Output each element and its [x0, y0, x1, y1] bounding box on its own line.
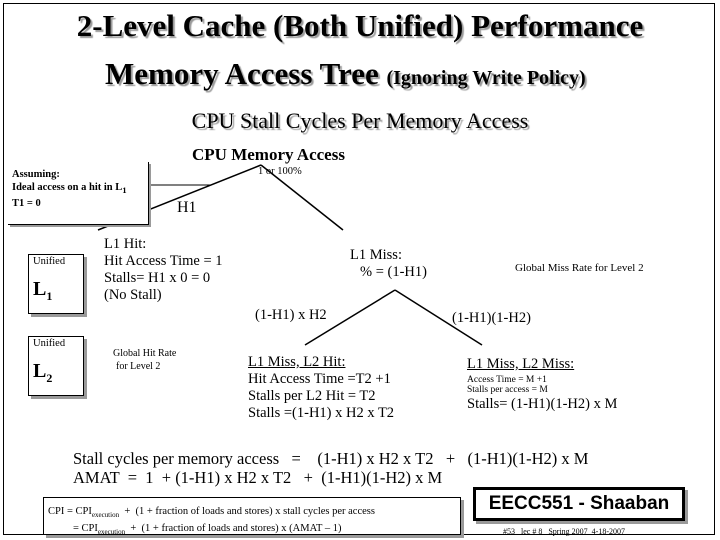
l2-hit-probability: (1-H1) x H2: [255, 307, 327, 323]
assumption-line-3: T1 = 0: [12, 198, 41, 210]
l2-hit-line-3: Stalls per L2 Hit = T2: [248, 388, 376, 404]
l2-hit-line-4: Stalls =(1-H1) x H2 x T2: [248, 405, 395, 421]
cpi-line-1-end: + (1 + fraction of loads and stores) x s…: [119, 506, 375, 517]
equations: Stall cycles per memory access = (1-H1) …: [73, 449, 588, 487]
legend-l1-letter: L: [33, 278, 47, 300]
assumption-text: Assuming: Ideal access on a hit in L1 T1…: [12, 168, 127, 210]
cpi-line-1-start: CPI = CPI: [48, 506, 92, 517]
legend-l2-letter: L: [33, 360, 47, 382]
legend-l2-label: Unified: [33, 338, 66, 349]
assumption-line-2-sub: 1: [122, 185, 127, 196]
subtitle: CPU Stall Cycles Per Memory Access: [191, 108, 529, 133]
title-note: (Ignoring Write Policy): [386, 67, 586, 89]
amat-equation: AMAT = 1 + (1-H1) x H2 x T2 + (1-H1)(1-H…: [73, 468, 443, 487]
assumption-line-2-text: Ideal access on a hit in L: [12, 182, 123, 193]
l1-hit-node: L1 Hit: Hit Access Time = 1 Stalls= H1 x…: [104, 236, 223, 304]
title-line-2: Memory Access Tree (Ignoring Write Polic…: [105, 56, 586, 92]
legend-l1-box: [28, 254, 84, 314]
title-main: Memory Access Tree: [105, 56, 379, 91]
l2-hit-node: L1 Miss, L2 Hit: Hit Access Time =T2 +1 …: [248, 354, 394, 422]
edge-l1-miss-to-l2-miss: [394, 289, 483, 346]
l2-miss-access: Access Time = M +1: [467, 375, 547, 385]
cpi-line-2-end: + (1 + fraction of loads and stores) x (…: [125, 523, 342, 535]
cpi-box: [43, 497, 461, 535]
global-hit-line-1: Global Hit Rate: [113, 348, 177, 359]
l2-miss-heading: L1 Miss, L2 Miss:: [467, 356, 575, 372]
root-probability: 1 or 100%: [258, 166, 302, 177]
l1-hit-line-2: Hit Access Time = 1: [104, 253, 223, 269]
legend-l1-sub: 1: [46, 289, 53, 303]
assumption-line-1: Assuming:: [12, 169, 60, 180]
l1-miss-line-2: % = (1-H1): [360, 264, 427, 280]
legend-l1-label: Unified: [33, 256, 66, 267]
l1-miss-node: L1 Miss: % = (1-H1): [350, 247, 427, 281]
l2-miss-stalls: Stalls= (1-H1)(1-H2) x M: [467, 396, 618, 412]
l1-miss-line-1: L1 Miss:: [350, 247, 402, 263]
l1-hit-line-4: (No Stall): [104, 287, 162, 303]
legend-l2-level: L2: [33, 360, 52, 386]
cpi-line-2-start: = CPI: [73, 523, 98, 535]
title-line-1: 2-Level Cache (Both Unified) Performance: [76, 8, 644, 43]
legend-l1-level: L1: [33, 278, 52, 304]
assumption-line-2: Ideal access on a hit in L1: [12, 181, 127, 197]
edge-l1-miss-to-l2-hit: [304, 289, 396, 346]
l2-hit-line-1: L1 Miss, L2 Hit:: [248, 354, 346, 370]
global-hit-note: Global Hit Rate for Level 2: [113, 347, 176, 373]
l2-hit-line-2: Hit Access Time =T2 +1: [248, 371, 391, 387]
global-hit-line-2: for Level 2: [116, 361, 161, 372]
l2-miss-node: L1 Miss, L2 Miss: Access Time = M +1 Sta…: [467, 356, 617, 413]
l1-hit-probability: H1: [177, 199, 197, 216]
stall-equation: Stall cycles per memory access = (1-H1) …: [73, 449, 589, 468]
edge-root-to-l1-miss: [260, 164, 344, 231]
l2-miss-probability: (1-H1)(1-H2): [452, 310, 531, 326]
course-brand: EECC551 - Shaaban: [473, 487, 685, 521]
global-miss-note: Global Miss Rate for Level 2: [515, 262, 644, 274]
assumption-box: [8, 162, 149, 225]
legend-l2-sub: 2: [46, 371, 53, 385]
cpi-line-1-sub: execution: [91, 511, 120, 520]
cpi-line-2-sub: execution: [97, 528, 126, 537]
l1-hit-line-3: Stalls= H1 x 0 = 0: [104, 270, 211, 286]
slide-footer: #53 lec # 8 Spring 2007 4-18-2007: [503, 527, 625, 536]
l2-miss-stalls-note: Stalls per access = M: [467, 385, 548, 395]
cpi-formula: CPI = CPIexecution + (1 + fraction of lo…: [48, 505, 375, 539]
legend-l2-box: [28, 336, 84, 396]
cpi-line-2: = CPIexecution + (1 + fraction of loads …: [48, 522, 375, 539]
tree-root: CPU Memory Access: [192, 145, 345, 164]
cpi-line-1: CPI = CPIexecution + (1 + fraction of lo…: [48, 505, 375, 522]
l1-hit-line-1: L1 Hit:: [104, 236, 147, 252]
